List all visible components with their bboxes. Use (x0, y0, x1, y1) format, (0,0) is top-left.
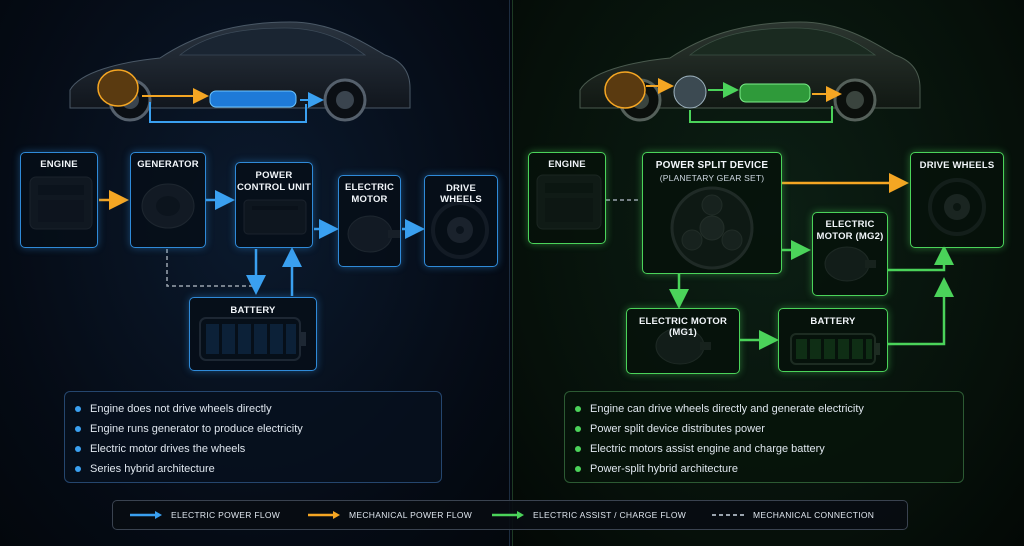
bullet-dot (75, 446, 81, 452)
green-arrow-icon (492, 511, 524, 519)
mg1-box: ELECTRIC MOTOR (MG1) (626, 308, 740, 374)
bullet-dot (575, 446, 581, 452)
left-electric-motor-box: ELECTRIC MOTOR (338, 175, 401, 267)
list-item: Electric motor drives the wheels (75, 439, 431, 459)
list-item: Engine runs generator to produce electri… (75, 419, 431, 439)
right-wheels-label: DRIVE WHEELS (919, 160, 995, 171)
legend-electric-power: ELECTRIC POWER FLOW (129, 501, 280, 529)
left-motor-label-line2: MOTOR (351, 194, 388, 205)
list-item: Power-split hybrid architecture (575, 459, 953, 479)
list-item: Electric motors assist engine and charge… (575, 439, 953, 459)
left-drive-wheels-box: DRIVE WHEELS (424, 175, 498, 267)
mg2-label-line2: MOTOR (MG2) (816, 231, 884, 242)
left-battery-box: BATTERY (189, 297, 317, 371)
right-drive-wheels-box: DRIVE WHEELS (910, 152, 1004, 248)
mg1-label: ELECTRIC MOTOR (MG1) (638, 316, 728, 338)
pcu-label-line1: POWER (255, 170, 293, 181)
legend-electric-assist: ELECTRIC ASSIST / CHARGE FLOW (491, 501, 686, 529)
power-split-hybrid-notes: Engine can drive wheels directly and gen… (564, 391, 964, 483)
psd-label: POWER SPLIT DEVICE (655, 160, 769, 171)
psd-sublabel: (PLANETARY GEAR SET) (659, 173, 765, 183)
power-split-device-box: POWER SPLIT DEVICE (PLANETARY GEAR SET) (642, 152, 782, 274)
right-engine-label: ENGINE (548, 159, 586, 170)
generator-box: GENERATOR (130, 152, 206, 248)
right-battery-box: BATTERY (778, 308, 888, 372)
bullet-dot (75, 406, 81, 412)
series-hybrid-notes: Engine does not drive wheels directly En… (64, 391, 442, 483)
mg2-box: ELECTRIC MOTOR (MG2) (812, 212, 888, 296)
bullet-dot (575, 406, 581, 412)
right-engine-box: ENGINE (528, 152, 606, 244)
left-battery-label: BATTERY (230, 305, 276, 316)
list-item: Engine can drive wheels directly and gen… (575, 399, 953, 419)
generator-label: GENERATOR (137, 159, 199, 170)
right-battery-label: BATTERY (810, 316, 856, 327)
list-item: Engine does not drive wheels directly (75, 399, 431, 419)
bullet-dot (575, 426, 581, 432)
list-item: Series hybrid architecture (75, 459, 431, 479)
right-car-illustration (579, 21, 921, 123)
orange-arrow-icon (308, 511, 340, 519)
dashed-line-icon (712, 514, 744, 516)
left-wheels-label: DRIVE WHEELS (440, 183, 482, 205)
bullet-dot (575, 466, 581, 472)
bullet-dot (75, 466, 81, 472)
power-control-unit-box: POWER CONTROL UNIT (235, 162, 313, 248)
flow-legend: ELECTRIC POWER FLOW MECHANICAL POWER FLO… (112, 500, 908, 530)
legend-mechanical-power: MECHANICAL POWER FLOW (307, 501, 472, 529)
left-engine-label: ENGINE (40, 159, 78, 170)
left-motor-label-line1: ELECTRIC (344, 182, 395, 193)
left-engine-box: ENGINE (20, 152, 98, 248)
blue-arrow-icon (130, 511, 162, 519)
legend-mechanical-connection: MECHANICAL CONNECTION (711, 501, 874, 529)
list-item: Power split device distributes power (575, 419, 953, 439)
mg2-label-line1: ELECTRIC (825, 219, 875, 230)
left-car-illustration (69, 21, 411, 123)
bullet-dot (75, 426, 81, 432)
pcu-label-line2: CONTROL UNIT (237, 182, 311, 193)
